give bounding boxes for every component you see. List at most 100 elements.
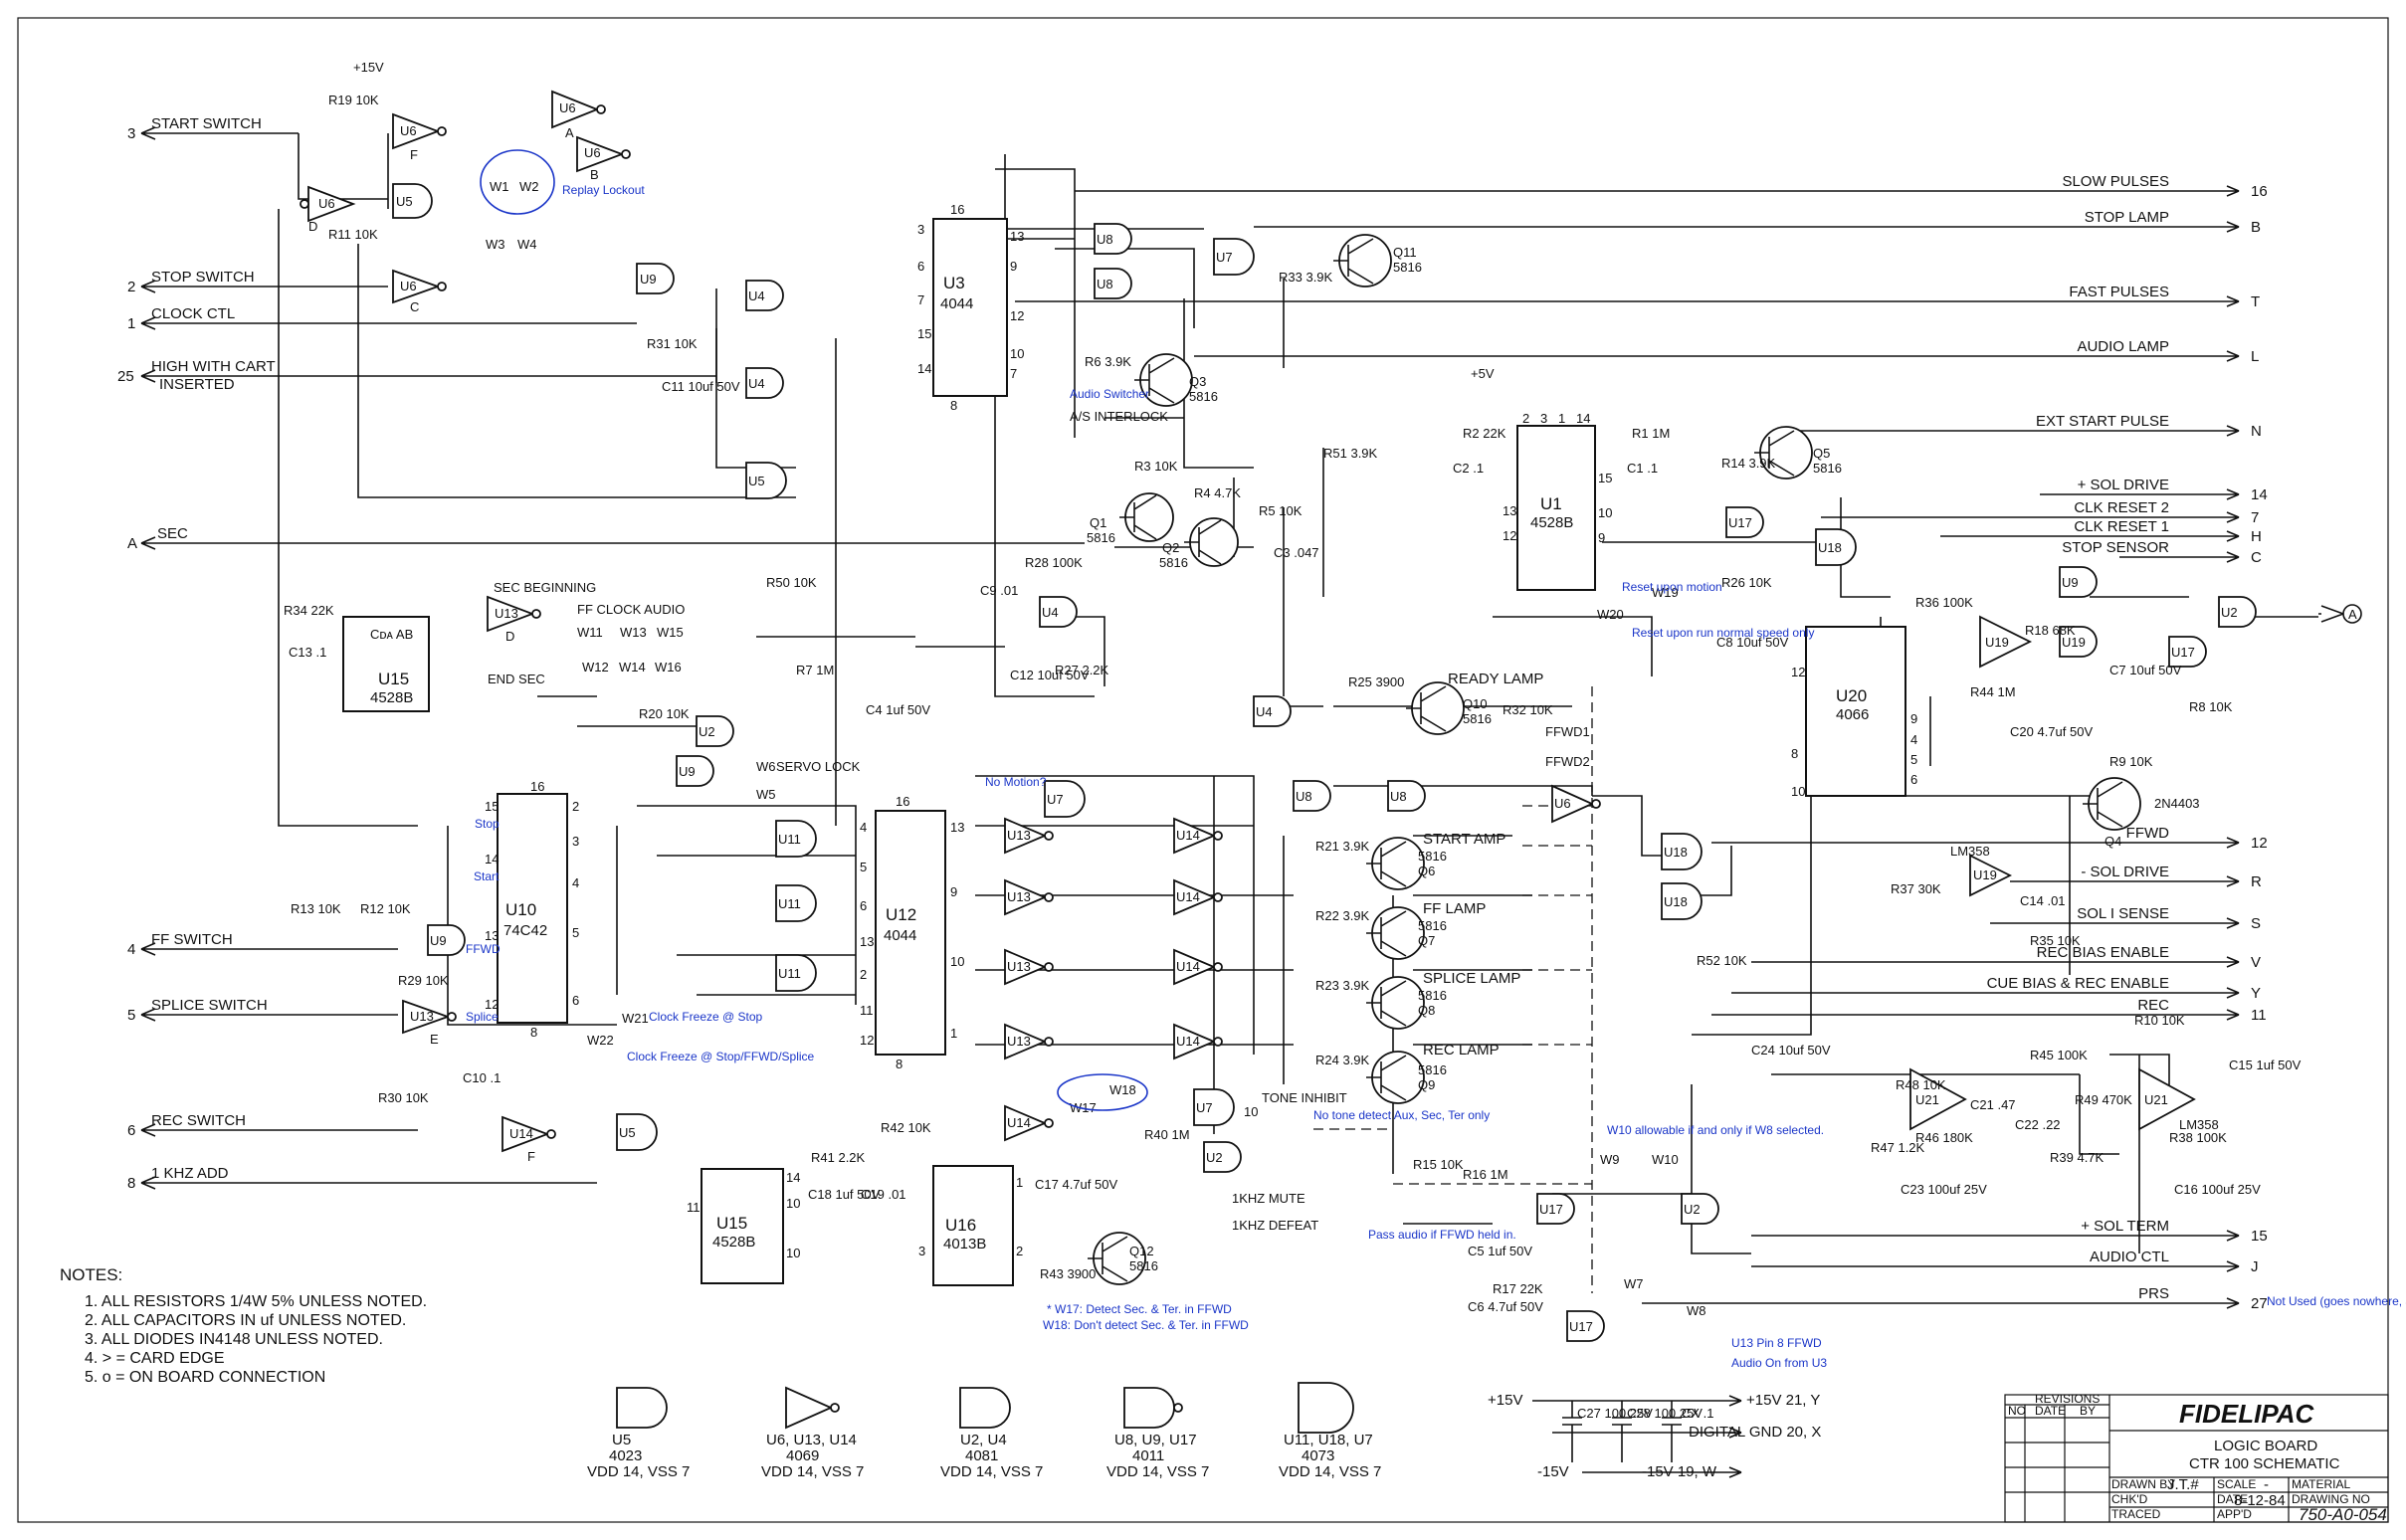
svg-text:REC: REC [2137, 997, 2169, 1014]
svg-text:Clock Freeze @ Stop/FFWD/Splic: Clock Freeze @ Stop/FFWD/Splice [627, 1050, 815, 1063]
out-clk-reset-1: CLK RESET 1H [1940, 518, 2262, 545]
svg-text:U6: U6 [318, 196, 335, 211]
svg-text:U6: U6 [400, 279, 417, 293]
svg-text:VDD 14, VSS 7: VDD 14, VSS 7 [587, 1463, 690, 1480]
svg-text:R11 10K: R11 10K [328, 227, 378, 242]
svg-text:Q5: Q5 [1813, 446, 1830, 461]
svg-text:4. > = CARD EDGE: 4. > = CARD EDGE [85, 1350, 225, 1367]
svg-text:9: 9 [1910, 711, 1917, 726]
svg-text:5816: 5816 [1813, 461, 1842, 476]
svg-text:5816: 5816 [1189, 389, 1218, 404]
svg-text:A/S INTERLOCK: A/S INTERLOCK [1070, 409, 1168, 424]
pin-label: 2 [127, 279, 135, 295]
svg-text:5816: 5816 [1159, 555, 1188, 570]
svg-text:J.T.#: J.T.# [2167, 1476, 2199, 1493]
svg-text:Not Used (goes nowhere, at lea: Not Used (goes nowhere, at least on the … [2267, 1294, 2406, 1308]
svg-text:N: N [2251, 423, 2262, 440]
svg-text:+15V: +15V [353, 60, 384, 75]
svg-text:4: 4 [572, 875, 579, 890]
svg-text:SERVO LOCK: SERVO LOCK [776, 759, 861, 774]
svg-text:750-A0-054: 750-A0-054 [2299, 1505, 2387, 1524]
svg-text:U21: U21 [2144, 1092, 2168, 1107]
svg-text:DIGITAL GND 20, X: DIGITAL GND 20, X [1689, 1424, 1821, 1441]
left-inputs: 3 START SWITCH 2 STOP SWITCH 1 CLOCK CTL… [117, 115, 1085, 1192]
svg-text:U4: U4 [748, 376, 765, 391]
svg-text:R4 4.7K: R4 4.7K [1194, 485, 1241, 500]
jumper-labels: W1 W2 W3 W4 W11 W13 W15 W12 W14 W16 W6 W… [486, 179, 1706, 1318]
svg-text:U13: U13 [1007, 828, 1031, 843]
svg-text:5816: 5816 [1418, 849, 1447, 864]
svg-text:10: 10 [786, 1196, 800, 1211]
svg-text:W20: W20 [1597, 607, 1624, 622]
svg-text:3: 3 [917, 222, 924, 237]
svg-text:5816: 5816 [1418, 988, 1447, 1003]
svg-text:1: 1 [950, 1026, 957, 1041]
svg-text:C4 1uf 50V: C4 1uf 50V [866, 702, 930, 717]
svg-text:14: 14 [485, 852, 499, 866]
svg-text:5: 5 [860, 860, 867, 874]
svg-text:14: 14 [917, 361, 931, 376]
splice-switch-label: SPLICE SWITCH [151, 997, 268, 1014]
svg-text:U5: U5 [748, 474, 765, 488]
svg-text:4528B: 4528B [370, 689, 413, 706]
svg-text:5. o = ON BOARD CONNECTION: 5. o = ON BOARD CONNECTION [85, 1369, 325, 1386]
svg-text:4044: 4044 [940, 295, 973, 312]
svg-text:15: 15 [917, 326, 931, 341]
svg-text:- SOL DRIVE: - SOL DRIVE [2081, 864, 2169, 880]
svg-text:R12 10K: R12 10K [360, 901, 411, 916]
svg-text:A: A [2348, 607, 2357, 622]
svg-text:LOGIC BOARD: LOGIC BOARD [2214, 1438, 2317, 1454]
svg-text:-: - [2264, 1476, 2269, 1493]
svg-text:R51 3.9K: R51 3.9K [1323, 446, 1378, 461]
svg-text:2. ALL CAPACITORS IN uf UNLES: 2. ALL CAPACITORS IN uf UNLESS NOTED. [85, 1312, 406, 1329]
svg-text:W15: W15 [657, 625, 684, 640]
svg-text:1KHZ DEFEAT: 1KHZ DEFEAT [1232, 1218, 1318, 1233]
svg-text:R42 10K: R42 10K [881, 1120, 931, 1135]
svg-text:DRAWING NO: DRAWING NO [2292, 1492, 2370, 1506]
svg-text:Q12: Q12 [1129, 1244, 1154, 1258]
svg-text:LM358: LM358 [1950, 844, 1990, 859]
svg-text:1: 1 [1016, 1175, 1023, 1190]
svg-text:Reset upon motion: Reset upon motion [1622, 580, 1722, 594]
svg-text:C10 .1: C10 .1 [463, 1070, 501, 1085]
svg-text:C: C [410, 299, 419, 314]
svg-text:R3 10K: R3 10K [1134, 459, 1178, 474]
svg-text:R8 10K: R8 10K [2189, 699, 2233, 714]
svg-text:Q10: Q10 [1463, 696, 1488, 711]
svg-text:VDD 14, VSS 7: VDD 14, VSS 7 [1106, 1463, 1209, 1480]
capacitor-labels: C11 10uf 50V C13 .1 C4 1uf 50V C12 10uf … [289, 379, 2302, 1314]
svg-text:4044: 4044 [884, 927, 916, 944]
svg-text:W5: W5 [756, 787, 776, 802]
svg-text:U14: U14 [1007, 1115, 1031, 1130]
pin-label: A [127, 535, 137, 552]
svg-text:+15V 21, Y: +15V 21, Y [1746, 1392, 1820, 1409]
svg-text:C3 .047: C3 .047 [1274, 545, 1319, 560]
svg-text:U13: U13 [1007, 889, 1031, 904]
1khz-add-label: 1 KHZ ADD [151, 1165, 229, 1182]
svg-text:Cᴅᴀ AB: Cᴅᴀ AB [370, 627, 413, 642]
svg-text:R52 10K: R52 10K [1697, 953, 1747, 968]
svg-text:+ SOL TERM: + SOL TERM [2081, 1218, 2169, 1235]
svg-text:U14: U14 [509, 1126, 533, 1141]
svg-text:5816: 5816 [1393, 260, 1422, 275]
svg-text:W10: W10 [1652, 1152, 1679, 1167]
svg-text:SPLICE LAMP: SPLICE LAMP [1423, 970, 1520, 987]
svg-text:U2: U2 [1684, 1202, 1701, 1217]
svg-text:FIDELIPAC: FIDELIPAC [2179, 1399, 2315, 1429]
svg-text:R35 10K: R35 10K [2030, 933, 2081, 948]
svg-text:U16: U16 [945, 1216, 976, 1235]
svg-text:12: 12 [485, 997, 499, 1012]
svg-text:5: 5 [572, 925, 579, 940]
svg-text:Q7: Q7 [1418, 933, 1435, 948]
drawing-border [17, 17, 2389, 1523]
svg-text:27: 27 [2251, 1295, 2268, 1312]
svg-text:STOP LAMP: STOP LAMP [2085, 209, 2169, 226]
svg-text:CHK'D: CHK'D [2111, 1492, 2148, 1506]
